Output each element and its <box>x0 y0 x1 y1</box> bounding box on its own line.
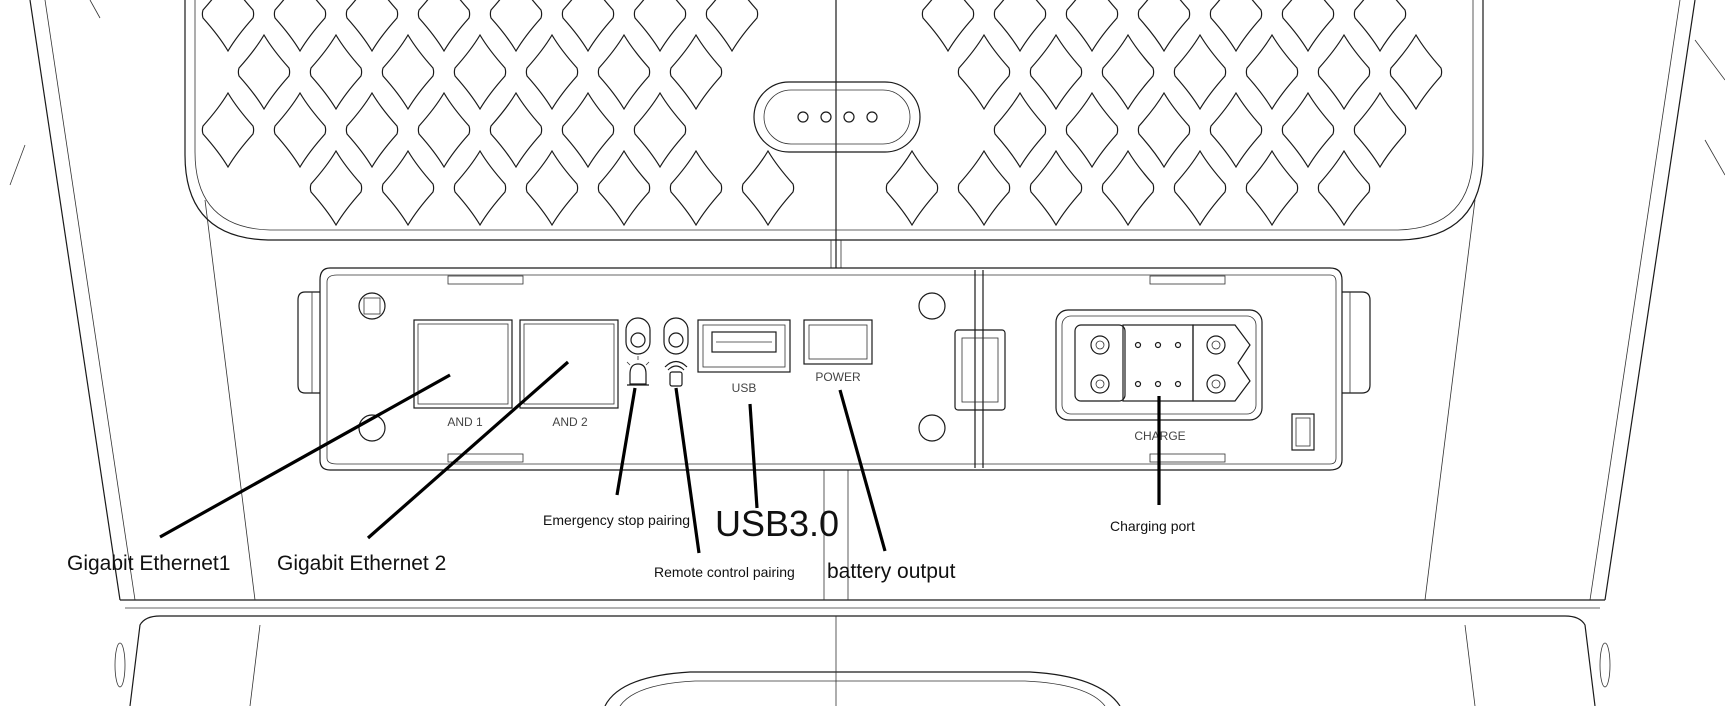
grille-hole <box>993 91 1047 169</box>
usb-label: USB <box>732 381 757 395</box>
grille-hole <box>1281 91 1335 169</box>
alarm-light-icon <box>626 356 650 386</box>
grille-hole <box>1101 33 1155 111</box>
remote-control-pairing-callout: Remote control pairing <box>654 564 795 580</box>
usb3-callout: USB3.0 <box>715 503 839 544</box>
charging-port-callout: Charging port <box>1110 518 1195 534</box>
remote-signal-icon <box>664 360 688 387</box>
grille-hole <box>453 149 507 227</box>
grille-hole <box>381 33 435 111</box>
grille-hole <box>705 0 759 53</box>
grille-hole <box>453 33 507 111</box>
grille-hole <box>1389 33 1443 111</box>
grille-hole <box>1209 91 1263 169</box>
grille-hole <box>885 149 939 227</box>
grille-hole <box>273 91 327 169</box>
grille-hole <box>1317 149 1371 227</box>
grille-hole <box>561 91 615 169</box>
leader-remote-control <box>674 387 701 554</box>
diamond-grille <box>201 0 1443 227</box>
upper-grille-panel <box>184 0 1484 241</box>
power-port <box>803 319 873 365</box>
grille-hole <box>597 149 651 227</box>
grille-hole <box>597 33 651 111</box>
port-panel-frame <box>297 240 1371 471</box>
grille-hole <box>1173 149 1227 227</box>
grille-hole <box>1137 91 1191 169</box>
grille-hole <box>1353 0 1407 53</box>
grille-hole <box>417 0 471 53</box>
emergency-stop-pairing-button <box>625 317 651 355</box>
emergency-stop-pairing-callout: Emergency stop pairing <box>543 512 690 528</box>
callout-leaders <box>159 360 1161 554</box>
leader-usb3 <box>748 403 759 509</box>
grille-hole <box>1065 0 1119 53</box>
grille-hole <box>993 0 1047 53</box>
usb-port <box>697 319 791 373</box>
grille-hole <box>1281 0 1335 53</box>
grille-hole <box>1353 91 1407 169</box>
grille-hole <box>741 149 795 227</box>
leader-emergency-stop <box>615 387 637 496</box>
grille-hole <box>201 91 255 169</box>
grille-hole <box>417 91 471 169</box>
grille-hole <box>957 149 1011 227</box>
grille-hole <box>525 33 579 111</box>
leader-battery-output <box>838 389 887 552</box>
grille-hole <box>921 0 975 53</box>
remote-control-pairing-button <box>663 317 689 355</box>
grille-hole <box>345 0 399 53</box>
top-connector <box>753 81 921 153</box>
grille-hole <box>489 0 543 53</box>
ethernet-port-1 <box>413 319 513 409</box>
grille-hole <box>525 149 579 227</box>
gigabit-ethernet-2-callout: Gigabit Ethernet 2 <box>277 552 446 575</box>
ethernet-port-2 <box>519 319 619 409</box>
grille-hole <box>1029 149 1083 227</box>
grille-hole <box>1101 149 1155 227</box>
grille-hole <box>237 33 291 111</box>
power-label: POWER <box>815 370 861 384</box>
robot-body-outline <box>9 0 1725 707</box>
grille-hole <box>957 33 1011 111</box>
and1-label: AND 1 <box>447 415 483 429</box>
and2-label: AND 2 <box>552 415 588 429</box>
gigabit-ethernet-1-callout: Gigabit Ethernet1 <box>67 552 230 575</box>
grille-hole <box>633 91 687 169</box>
grille-hole <box>489 91 543 169</box>
grille-hole <box>1317 33 1371 111</box>
grille-hole <box>1173 33 1227 111</box>
grille-hole <box>201 0 255 53</box>
grille-hole <box>1065 91 1119 169</box>
grille-hole <box>309 149 363 227</box>
grille-hole <box>1245 149 1299 227</box>
grille-hole <box>669 33 723 111</box>
grille-hole <box>1245 33 1299 111</box>
grille-hole <box>1137 0 1191 53</box>
leader-ethernet-2 <box>366 360 570 540</box>
grille-hole <box>633 0 687 53</box>
battery-output-callout: battery output <box>827 560 956 583</box>
grille-hole <box>381 149 435 227</box>
grille-hole <box>1029 33 1083 111</box>
grille-hole <box>273 0 327 53</box>
grille-hole <box>669 149 723 227</box>
grille-hole <box>309 33 363 111</box>
grille-hole <box>345 91 399 169</box>
grille-hole <box>1209 0 1263 53</box>
leader-ethernet-1 <box>159 373 451 539</box>
charge-connector <box>1055 309 1315 451</box>
grille-hole <box>561 0 615 53</box>
